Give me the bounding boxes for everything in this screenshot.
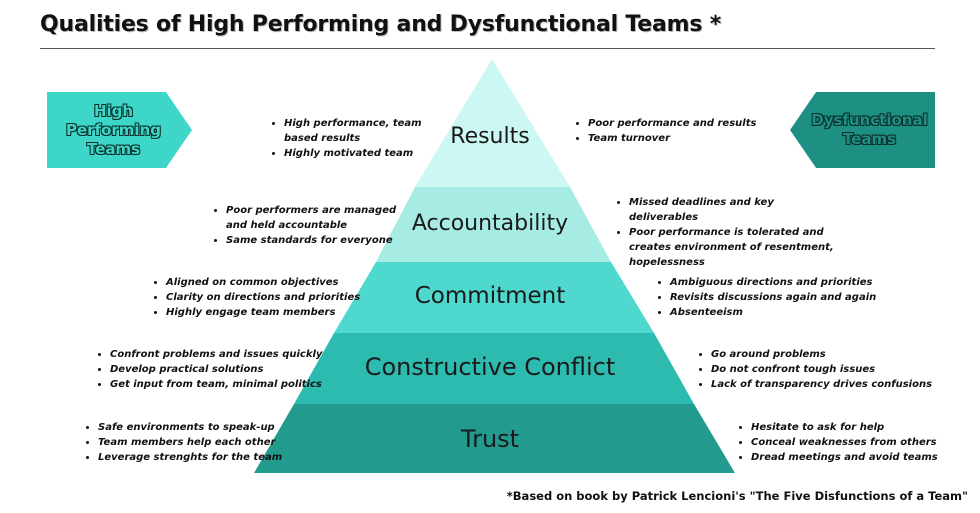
high-list-constructive-conflict: Confront problems and issues quickly Dev… (94, 347, 335, 392)
list-item: Highly engage team members (166, 305, 376, 320)
list-item: Revisits discussions again and again (670, 290, 885, 305)
dys-list-accountability: Missed deadlines and key deliverables Po… (613, 195, 844, 270)
list-item: Missed deadlines and key deliverables (629, 195, 844, 225)
tier-results (415, 59, 570, 187)
list-item: Go around problems (711, 347, 941, 362)
list-item: Conceal weaknesses from others (751, 435, 966, 450)
list-item: Clarity on directions and priorities (166, 290, 376, 305)
list-item: Team members help each other (98, 435, 298, 450)
high-list-trust: Safe environments to speak-up Team membe… (82, 420, 298, 465)
list-item: Aligned on common objectives (166, 275, 376, 290)
list-item: Poor performers are managed and held acc… (226, 203, 406, 233)
tier-accountability (376, 187, 611, 262)
list-item: Safe environments to speak-up (98, 420, 298, 435)
list-item: Do not confront tough issues (711, 362, 941, 377)
title-divider (40, 48, 935, 49)
list-item: Poor performance and results (588, 116, 788, 131)
page-title: Qualities of High Performing and Dysfunc… (40, 12, 722, 37)
list-item: High performance, team based results (284, 116, 434, 146)
high-list-results: High performance, team based results Hig… (268, 116, 434, 161)
list-item: Dread meetings and avoid teams (751, 450, 966, 465)
list-item: Absenteeism (670, 305, 885, 320)
list-item: Same standards for everyone (226, 233, 406, 248)
list-item: Develop practical solutions (110, 362, 335, 377)
dys-list-constructive-conflict: Go around problems Do not confront tough… (695, 347, 941, 392)
high-list-commitment: Aligned on common objectives Clarity on … (150, 275, 376, 320)
dysfunctional-teams-tag: Dysfunctional Teams (790, 92, 935, 168)
tier-constructive-conflict (294, 333, 694, 404)
high-list-accountability: Poor performers are managed and held acc… (210, 203, 406, 248)
list-item: Highly motivated team (284, 146, 434, 161)
high-performing-teams-tag: High Performing Teams (47, 92, 192, 168)
list-item: Team turnover (588, 131, 788, 146)
list-item: Lack of transparency drives confusions (711, 377, 941, 392)
dys-list-trust: Hesitate to ask for help Conceal weaknes… (735, 420, 966, 465)
dys-list-results: Poor performance and results Team turnov… (572, 116, 788, 146)
tier-commitment (334, 262, 654, 333)
list-item: Hesitate to ask for help (751, 420, 966, 435)
list-item: Ambiguous directions and priorities (670, 275, 885, 290)
tier-trust (254, 404, 735, 473)
dys-list-commitment: Ambiguous directions and priorities Revi… (654, 275, 885, 320)
list-item: Get input from team, minimal politics (110, 377, 335, 392)
list-item: Confront problems and issues quickly (110, 347, 335, 362)
list-item: Poor performance is tolerated and create… (629, 225, 844, 270)
footnote: *Based on book by Patrick Lencioni's "Th… (506, 489, 968, 503)
list-item: Leverage strenghts for the team (98, 450, 298, 465)
